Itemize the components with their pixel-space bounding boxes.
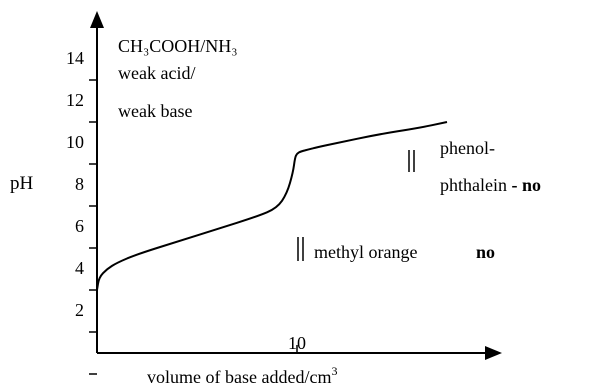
phenolphthalein-line-1: phenol- bbox=[440, 138, 495, 158]
phenolphthalein-line-2: phthalein bbox=[440, 175, 507, 195]
x-axis-label-text: volume of base added/cm bbox=[147, 367, 331, 384]
svg-text:methyl orange no: methyl orange no bbox=[314, 242, 495, 262]
y-axis-arrowhead bbox=[90, 11, 104, 28]
title-line-2: weak acid/ bbox=[118, 63, 195, 83]
methyl-orange-label: methyl orange bbox=[314, 242, 417, 262]
phenolphthalein-verdict: - no bbox=[507, 175, 541, 195]
series-line bbox=[96, 121, 448, 291]
methyl-orange-annotation: methyl orange no bbox=[297, 237, 495, 262]
phenolphthalein-annotation: phenol- phthalein - no bbox=[408, 138, 541, 195]
x-axis-label: volume of base added/cm3 bbox=[147, 364, 337, 384]
y-tick-label: 2 bbox=[75, 300, 84, 320]
svg-text:phenol- phthalein - no: phenol- phthalein - no bbox=[440, 138, 541, 195]
methyl-orange-verdict: no bbox=[476, 242, 495, 262]
y-tick-label: 12 bbox=[66, 90, 84, 110]
y-axis-label: pH bbox=[10, 173, 34, 194]
title-line-1: CH₃COOH/NH₃ bbox=[118, 36, 238, 56]
x-axis-label-superscript: 3 bbox=[331, 364, 337, 378]
x-tick-label: 10 bbox=[288, 333, 306, 353]
y-tick-label: 14 bbox=[66, 48, 84, 68]
x-axis-arrowhead bbox=[485, 346, 502, 360]
y-tick-label: 10 bbox=[66, 132, 84, 152]
title-line-3: weak base bbox=[118, 101, 192, 121]
y-tick-label: 8 bbox=[75, 174, 84, 194]
y-tick-label: 4 bbox=[75, 258, 84, 278]
chart-title: CH₃COOH/NH₃ weak acid/ weak base bbox=[118, 36, 242, 121]
y-tick-label: 6 bbox=[75, 216, 84, 236]
